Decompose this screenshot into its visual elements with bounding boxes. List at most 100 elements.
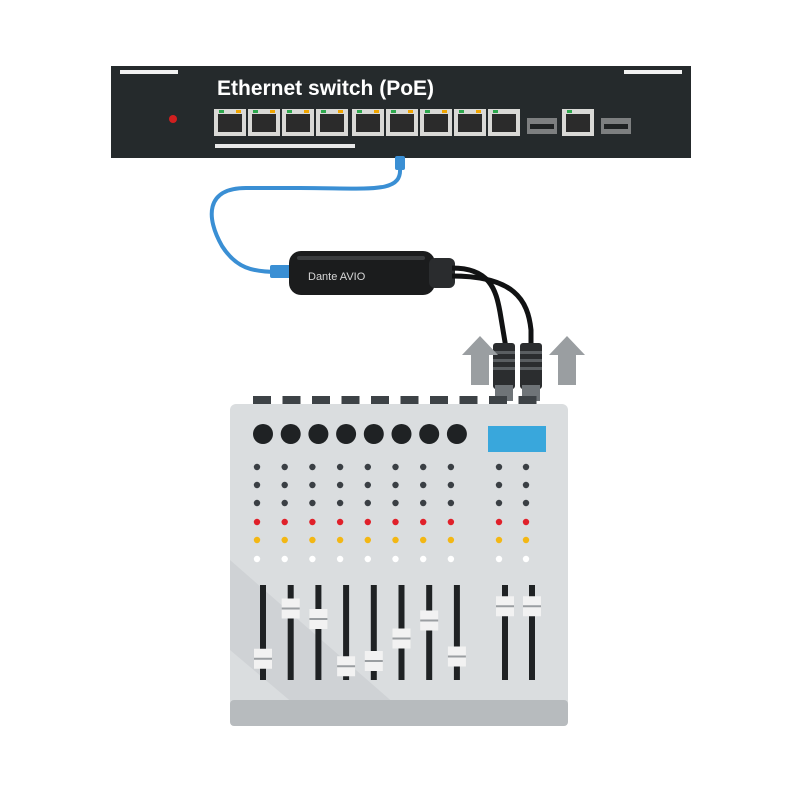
poe-port — [316, 109, 348, 136]
mixer-jack — [282, 396, 301, 406]
control-knob — [420, 481, 427, 489]
poe-port — [420, 109, 452, 136]
fader-cap-line — [337, 665, 356, 668]
control-knob — [420, 555, 427, 563]
xlr-cable-right — [451, 273, 534, 348]
fader-cap-line — [309, 618, 328, 620]
control-knob — [364, 555, 371, 563]
control-knob — [392, 518, 399, 526]
sfp-slot — [601, 118, 631, 134]
control-knob — [447, 463, 455, 471]
poe-port — [352, 109, 384, 136]
control-knob — [253, 499, 261, 507]
control-knob — [420, 499, 427, 507]
mixer-jack — [430, 396, 448, 406]
cable-plug-switch — [395, 156, 405, 170]
mixer-jack — [400, 396, 419, 406]
poe-port-group — [214, 109, 486, 136]
fader-track — [370, 585, 377, 680]
control-knob — [281, 499, 288, 507]
mixer-jack — [489, 396, 507, 406]
control-knob — [364, 499, 371, 507]
switch-title: Ethernet switch (PoE) — [217, 77, 434, 100]
control-knob — [309, 536, 316, 544]
mixer-screen — [488, 426, 546, 452]
control-knob — [495, 499, 503, 507]
control-knob — [336, 536, 344, 544]
control-knob — [336, 518, 344, 526]
control-knob — [522, 536, 530, 544]
mixer-jack — [341, 396, 360, 406]
control-knob — [495, 463, 503, 471]
control-knob — [364, 536, 371, 544]
channel-strip — [308, 424, 329, 680]
control-knob — [495, 481, 503, 489]
control-knob — [420, 463, 427, 471]
control-knob — [336, 555, 344, 563]
adapter-end-cap — [429, 258, 455, 288]
control-knob — [392, 536, 399, 544]
uplink-port-group — [488, 109, 631, 136]
xlr-connector-left — [493, 343, 515, 401]
up-arrow-icon — [462, 336, 498, 385]
control-knob — [309, 499, 316, 507]
control-knob — [281, 463, 288, 471]
fader-track — [260, 585, 266, 680]
xlr-cables — [451, 265, 542, 401]
control-knob — [309, 463, 316, 471]
xlr-connector-right — [520, 343, 542, 401]
fader-track — [426, 585, 433, 680]
fader-track — [315, 585, 322, 680]
control-knob — [336, 463, 344, 471]
up-arrow-icon — [549, 336, 585, 385]
control-knob — [281, 536, 288, 544]
gain-knob — [280, 424, 301, 444]
control-knob — [253, 555, 261, 563]
fader-cap-line — [447, 655, 466, 658]
control-knob — [495, 555, 503, 563]
control-knob — [253, 518, 261, 526]
fader-cap-line — [523, 605, 541, 608]
mixer-jack — [459, 396, 478, 406]
gain-knob — [446, 424, 467, 444]
control-knob — [253, 536, 261, 544]
control-knob — [309, 555, 316, 563]
mixer-base — [230, 700, 568, 726]
poe-port — [248, 109, 280, 136]
uplink-port — [488, 109, 520, 136]
poe-port — [386, 109, 418, 136]
uplink-port — [562, 109, 594, 136]
mixer-input-jacks — [253, 396, 537, 406]
control-knob — [447, 518, 455, 526]
xlr-cable-left — [451, 265, 509, 349]
master-strip — [522, 463, 541, 680]
fader-track — [453, 585, 460, 680]
control-knob — [447, 481, 455, 489]
gain-knob — [308, 424, 329, 444]
control-knob — [253, 481, 261, 489]
gain-knob — [391, 424, 412, 444]
port-status-bar — [215, 144, 355, 148]
switch-rack-ear-right — [624, 70, 682, 74]
control-knob — [392, 555, 399, 563]
mixer-jack — [253, 396, 271, 406]
gain-knob — [253, 424, 273, 444]
control-knob — [392, 481, 399, 489]
control-knob — [522, 481, 530, 489]
fader-cap-line — [254, 657, 272, 660]
control-knob — [447, 555, 455, 563]
mixer-master-strips — [495, 463, 541, 680]
control-knob — [522, 518, 530, 526]
mixer-shading — [230, 560, 420, 726]
adapter-highlight — [297, 256, 425, 260]
gain-knob — [363, 424, 384, 444]
channel-strip — [419, 424, 440, 680]
control-knob — [392, 463, 399, 471]
mixer-jack — [312, 396, 330, 406]
control-knob — [495, 536, 503, 544]
channel-strip — [280, 424, 301, 680]
dante-avio-adapter: Dante AVIO — [289, 251, 455, 295]
fader-cap-line — [420, 619, 439, 622]
control-knob — [336, 499, 344, 507]
